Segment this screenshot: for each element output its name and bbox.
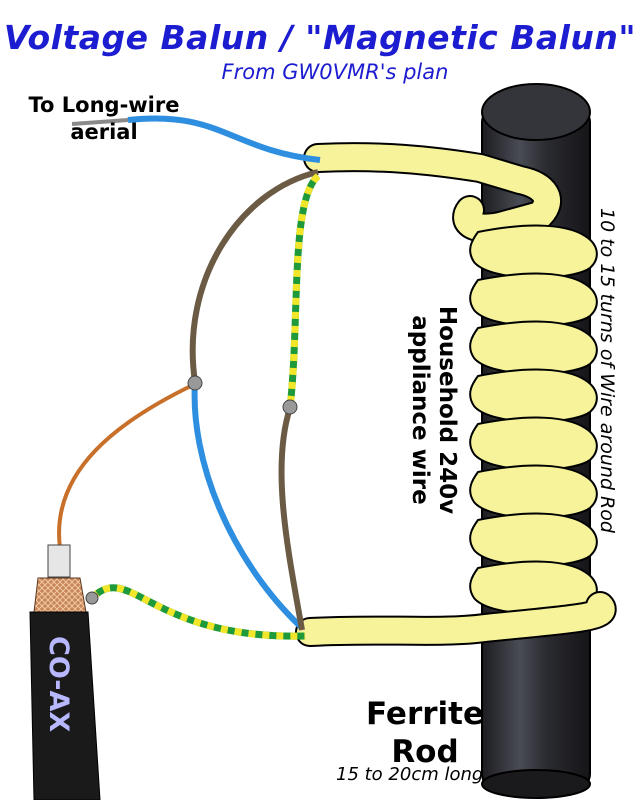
joint-earth-braid [85,591,99,605]
aerial-label-line1: To Long-wire [28,93,180,117]
wire-coil-icon [295,142,617,647]
ferrite-label-line2: Rod [391,734,459,770]
household-label-line1: Household 240v [434,305,460,515]
joint-blue-brown [187,375,203,391]
page-subtitle: From GW0VMR's plan [221,60,449,84]
coax-label: CO-AX [43,636,74,733]
blue-wire [71,115,321,631]
aerial-label-line2: aerial [70,120,138,144]
orange-wire [57,382,196,549]
household-wire-label: Household 240v appliance wire [406,305,460,515]
joint-brown-earth [282,399,298,415]
ferrite-label-line1: Ferrite [366,696,484,732]
brown-wire [189,169,319,631]
aerial-label: To Long-wire aerial [14,92,194,146]
page-title: Voltage Balun / "Magnetic Balun" [3,18,637,57]
turns-label: 10 to 15 turns of Wire around Rod [596,208,618,533]
ferrite-rod-label: Ferrite Rod [345,695,505,771]
rod-length-label: 15 to 20cm long [336,764,484,785]
coax-cable-icon [29,544,101,800]
household-label-line2: appliance wire [407,315,433,505]
earth-wire [89,173,321,640]
